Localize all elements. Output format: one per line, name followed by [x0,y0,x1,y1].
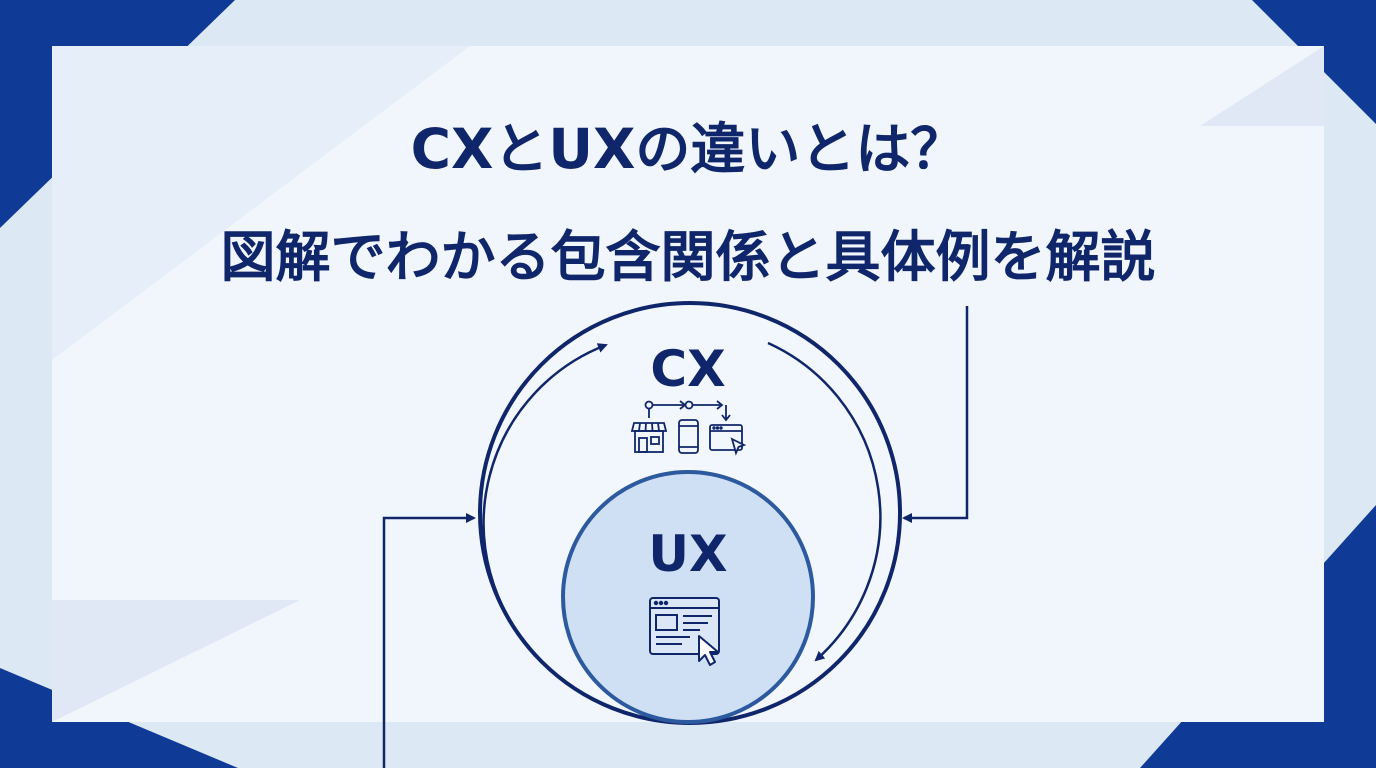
connector-arrow-right [902,306,969,523]
cycle-arrow-right [767,341,882,662]
cx-label: CX [650,340,725,398]
ux-label: UX [648,525,727,583]
cycle-arrow-left [482,343,608,649]
panel-shade-top-left [52,46,470,360]
store-icon [630,422,668,453]
connector-arrow-left [382,513,476,768]
panel-shade-bottom-left [52,600,300,722]
browser-cursor-icon [709,424,747,456]
page-title-line-1: CXとUXの違いとは？ [410,117,966,181]
page-title-line-2: 図解でわかる包含関係と具体例を解説 [220,225,1156,289]
panel-shade-top-right [1200,46,1324,126]
smartphone-icon [678,419,699,454]
web-page-cursor-icon [649,597,720,666]
journey-flow-icon [644,400,731,422]
